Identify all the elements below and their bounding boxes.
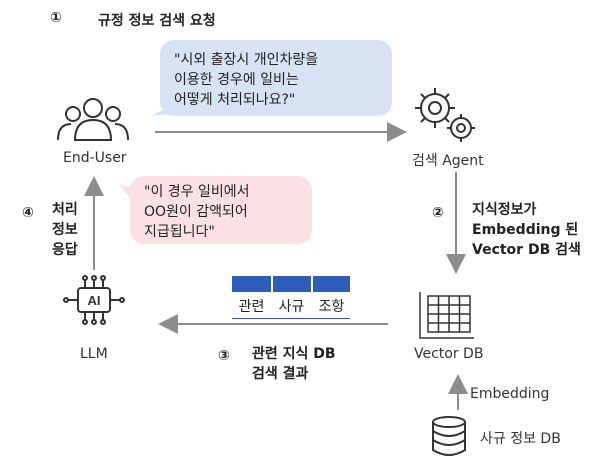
answer-line: "이 경우 일비에서	[144, 184, 250, 200]
end-user-label: End-User	[63, 150, 127, 166]
question-line: "시외 출장시 개인차량을	[174, 52, 319, 68]
step2-line: 지식정보가	[472, 202, 537, 218]
step4-line: 정보	[52, 222, 78, 238]
step4-text: 처리 정보 응답	[52, 200, 78, 260]
step4-line: 응답	[52, 242, 78, 258]
vector-db-label: Vector DB	[414, 346, 484, 362]
table-divider	[271, 276, 273, 292]
llm-label: LLM	[80, 346, 108, 362]
question-line: 이용한 경우에 일비는	[174, 72, 299, 88]
step2-text: 지식정보가 Embedding 된 Vector DB 검색	[472, 200, 581, 260]
svg-text:AI: AI	[88, 293, 101, 308]
table-cell: 사규	[278, 299, 305, 315]
question-line: 어떻게 처리되나요?"	[174, 92, 296, 108]
step4-line: 처리	[52, 202, 78, 218]
rule-db-label: 사규 정보 DB	[480, 431, 561, 447]
step1-label: 규정 정보 검색 요청	[98, 13, 216, 29]
result-table-header	[232, 276, 350, 292]
step3-number: ③	[218, 348, 230, 364]
question-bubble: "시외 출장시 개인차량을 이용한 경우에 일비는 어떻게 처리되나요?"	[160, 40, 392, 116]
answer-line: 지급됩니다"	[144, 224, 215, 240]
step4-number: ④	[22, 205, 34, 221]
step3-text: 관련 지식 DB 검색 결과	[252, 344, 336, 384]
result-table-row	[232, 292, 350, 319]
step2-line: Embedding 된	[472, 222, 579, 238]
step3-line: 관련 지식 DB	[252, 346, 336, 362]
agent-label: 검색 Agent	[412, 153, 484, 169]
answer-line: OO원이 감액되어	[144, 204, 248, 220]
table-cell: 조항	[318, 299, 345, 315]
table-cell: 관련	[238, 299, 265, 315]
step2-line: Vector DB 검색	[472, 242, 581, 258]
step2-number: ②	[432, 205, 444, 221]
table-divider	[311, 276, 313, 292]
step3-line: 검색 결과	[252, 366, 309, 382]
step1-number: ①	[50, 10, 62, 26]
answer-bubble: "이 경우 일비에서 OO원이 감액되어 지급됩니다"	[130, 176, 312, 244]
embedding-label: Embedding	[470, 386, 550, 402]
